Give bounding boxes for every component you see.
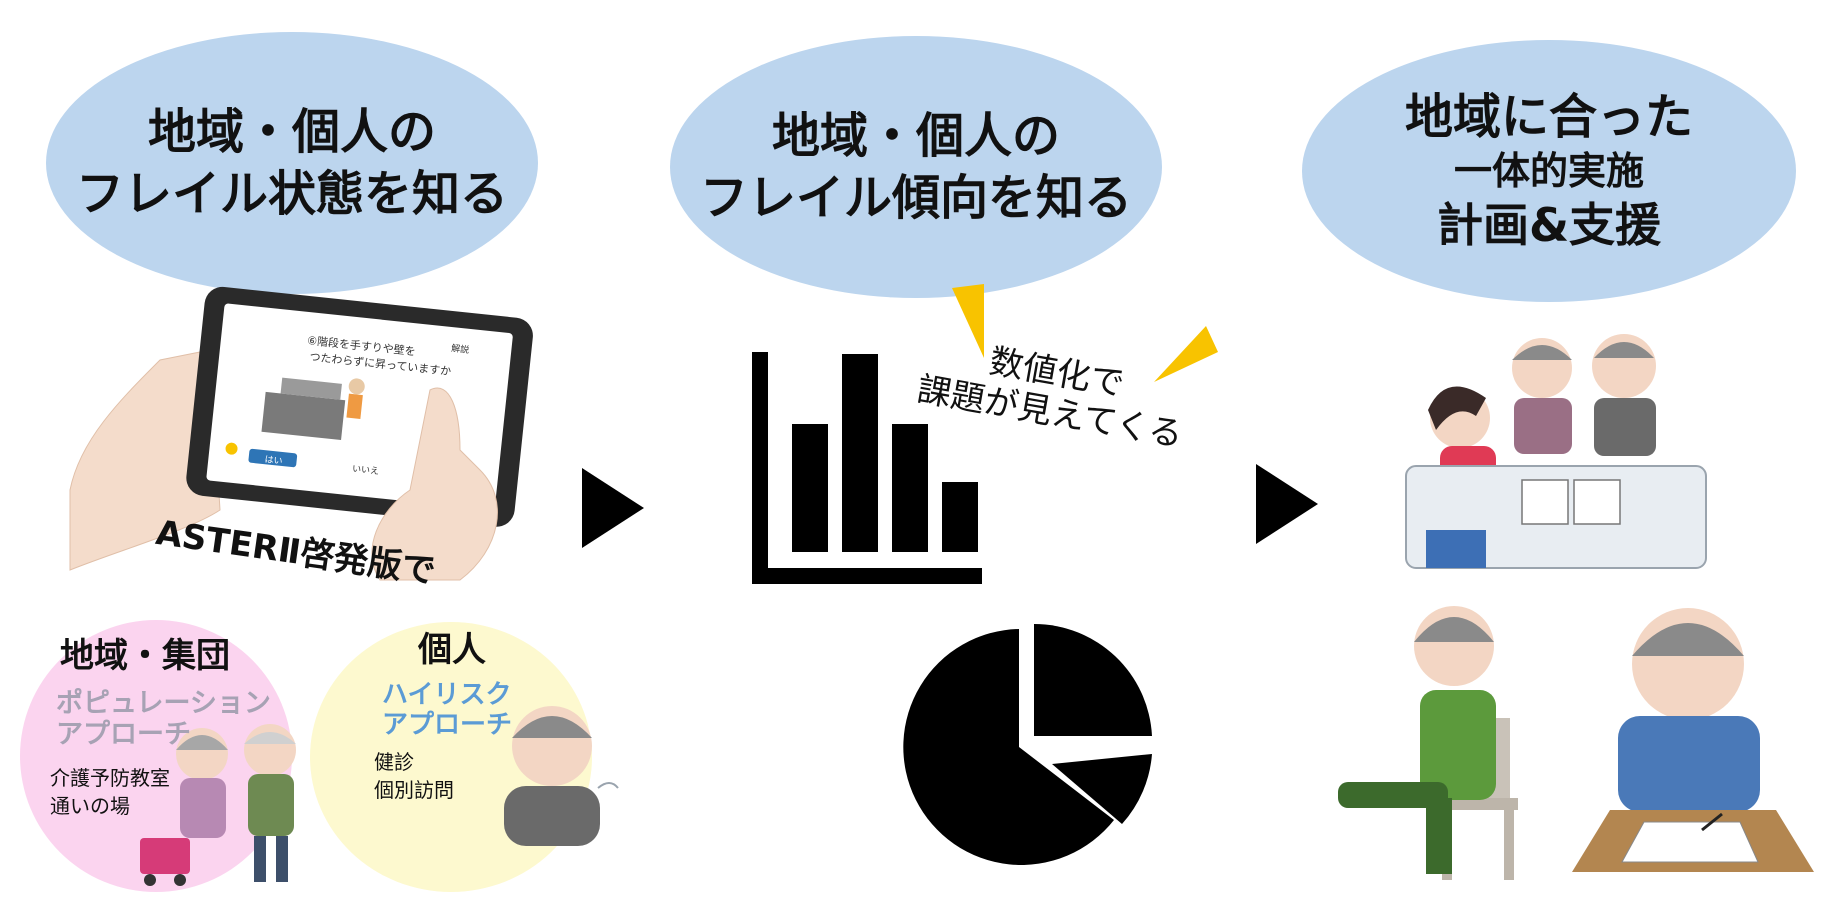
population-subtitle-line1: ポピュレーション	[56, 688, 271, 719]
bubble-center-line2: フレイル傾向を知る	[700, 167, 1132, 229]
population-items: 介護予防教室 通いの場	[50, 764, 170, 820]
exercise-illustration	[1338, 598, 1534, 882]
individual-subtitle: ハイリスク アプローチ	[382, 680, 512, 740]
bubble-center-line1: 地域・個人の	[772, 105, 1060, 167]
bubble-right-line1: 地域に合った	[1405, 88, 1693, 146]
population-item: 介護予防教室	[50, 764, 170, 792]
bubble-plan-support: 地域に合った 一体的実施 計画&支援	[1302, 40, 1796, 302]
bubble-know-frailty-state: 地域・個人の フレイル状態を知る	[46, 32, 538, 294]
bubble-right-line3: 計画&支援	[1437, 196, 1661, 254]
population-item: 通いの場	[50, 792, 170, 820]
arrow-right-icon	[582, 468, 644, 548]
individual-item: 個別訪問	[374, 776, 454, 804]
writing-illustration	[1562, 600, 1814, 874]
individual-subtitle-line2: アプローチ	[382, 710, 512, 740]
individual-subtitle-line1: ハイリスク	[382, 680, 512, 710]
pie-chart-icon	[906, 624, 1152, 870]
consultation-illustration	[1406, 320, 1706, 568]
population-subtitle: ポピュレーション アプローチ	[56, 688, 271, 750]
individual-title: 個人	[418, 622, 486, 671]
population-title: 地域・集団	[60, 628, 230, 677]
tired-elder-illustration	[494, 698, 624, 850]
population-subtitle-line2: アプローチ	[56, 719, 271, 750]
bubble-know-frailty-trend: 地域・個人の フレイル傾向を知る	[670, 36, 1162, 298]
bubble-left-line1: 地域・個人の	[148, 101, 436, 163]
bubble-left-line2: フレイル状態を知る	[76, 163, 508, 225]
tablet-yes-button[interactable]: はい	[264, 454, 283, 467]
individual-item: 健診	[374, 748, 454, 776]
individual-items: 健診 個別訪問	[374, 748, 454, 804]
arrow-right-icon	[1256, 464, 1318, 544]
bubble-right-line2: 一体的実施	[1454, 146, 1644, 196]
